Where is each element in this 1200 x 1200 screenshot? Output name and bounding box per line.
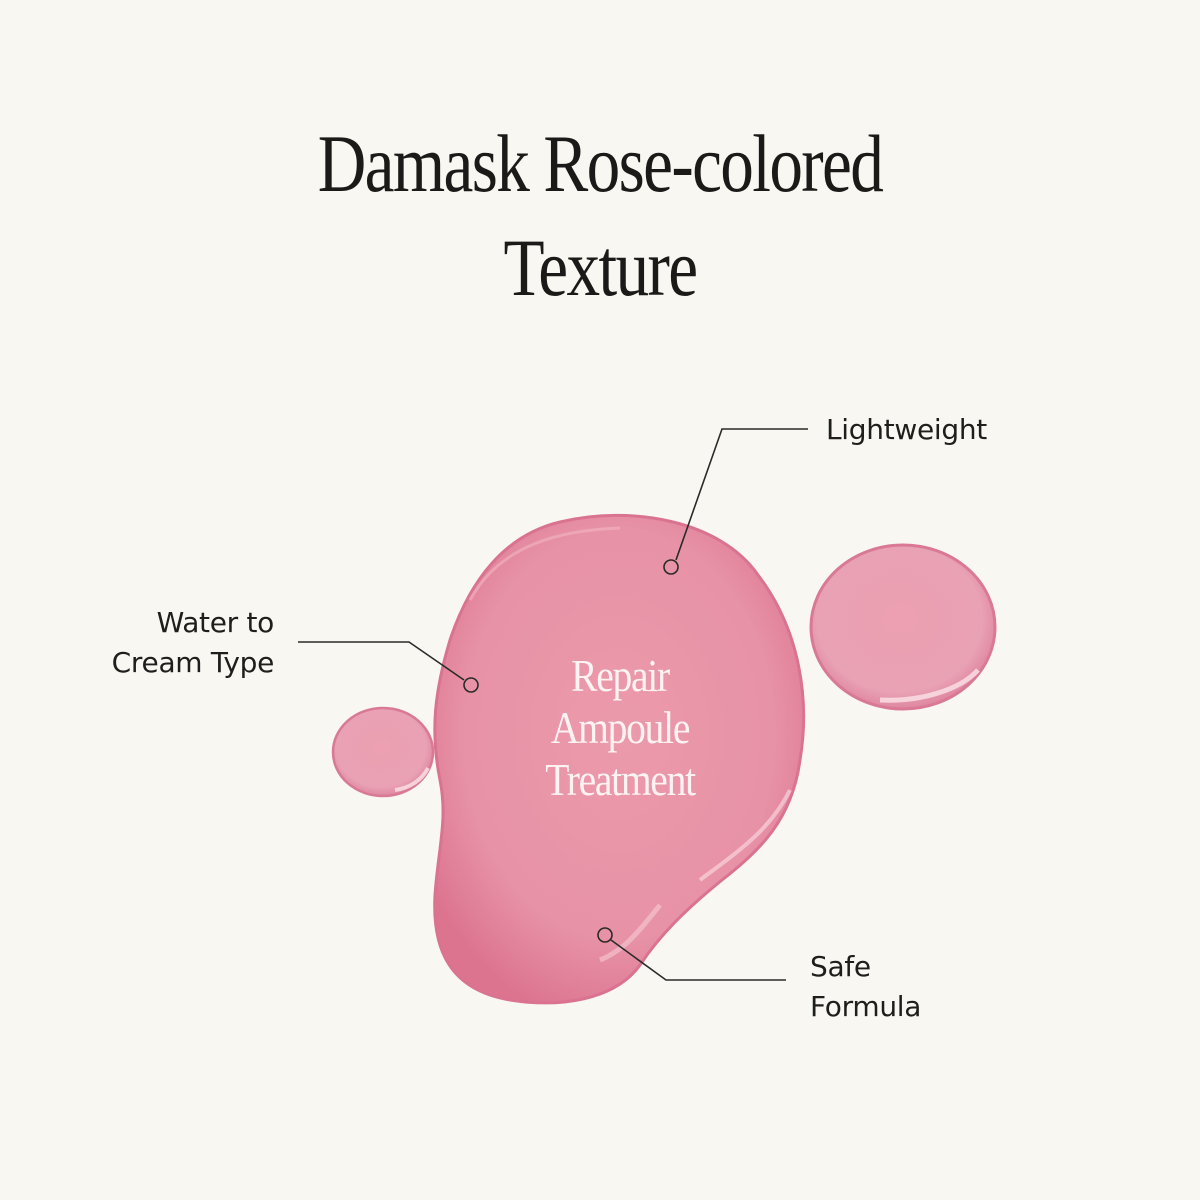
title-line-1: Damask Rose-colored [317,118,884,209]
callout-line-safe-formula [597,927,786,981]
callout-line-water-to-cream [298,641,479,693]
callout-safe-formula: Safe Formula [810,947,921,1027]
callout-water-to-cream: Water to Cream Type [60,603,275,683]
callout-safe-formula-line-2: Formula [810,990,922,1023]
large-ampoule-drop [433,513,806,1005]
page-title: Damask Rose-colored Texture [108,112,1092,320]
product-name-line-1: Repair [571,650,670,701]
callout-safe-formula-line-1: Safe [810,950,871,983]
product-name-line-2: Ampoule [550,702,690,753]
small-drop [331,706,435,798]
product-name: Repair Ampoule Treatment [491,650,749,806]
title-line-2: Texture [503,222,699,313]
callout-lightweight-text: Lightweight [826,413,987,446]
callout-lightweight: Lightweight [826,410,987,450]
callout-water-to-cream-line-1: Water to [156,606,275,639]
callout-water-to-cream-line-2: Cream Type [111,646,275,679]
product-name-line-3: Treatment [545,754,696,805]
medium-drop [809,543,997,711]
callout-line-lightweight [663,428,808,575]
